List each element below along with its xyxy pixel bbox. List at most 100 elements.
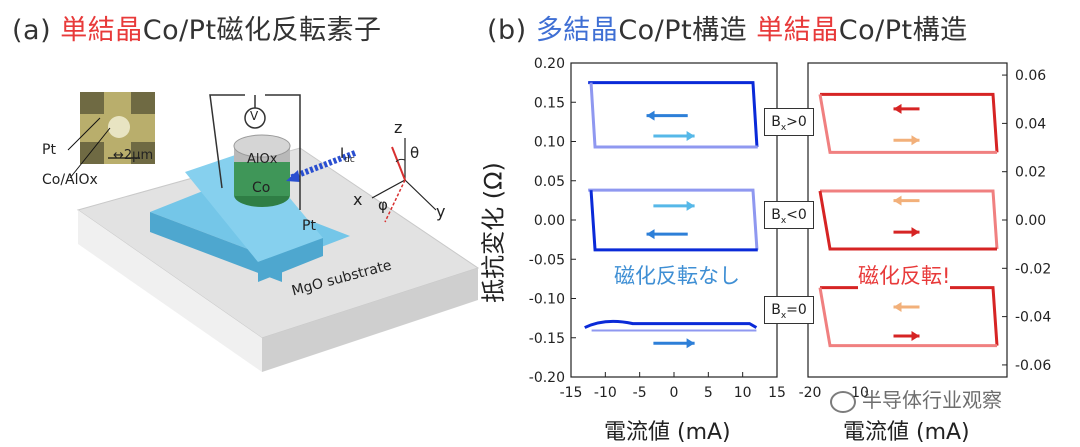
rloop-bx-negative-top — [820, 189, 999, 250]
micrograph-pad-tr — [131, 92, 155, 114]
right-ytick-label: -0.04 — [1015, 310, 1051, 326]
arrow-right-3-head — [686, 338, 695, 349]
left-ytick-label: 0.00 — [534, 213, 565, 229]
watermark: 半导体行业观察 — [830, 384, 1002, 413]
idc-label: Idc — [340, 146, 355, 165]
left-xtick-label: -5 — [633, 385, 647, 401]
panel-b-title-mid: Co/Pt構造 — [618, 15, 748, 46]
right-ytick-label: 0.02 — [1015, 165, 1046, 181]
left-ytick-label: 0.15 — [534, 95, 565, 111]
idc-arrowhead — [286, 170, 300, 182]
scale-arrow: ↔ — [113, 148, 124, 163]
idc-arrow — [288, 150, 357, 181]
arrow-right-2-head — [686, 200, 695, 211]
right-ytick-label: 0.00 — [1015, 213, 1046, 229]
right-ytick-label: -0.02 — [1015, 261, 1051, 277]
rloop-bx-negative-bottom — [818, 190, 997, 251]
wire-left — [209, 94, 245, 189]
x-axis-label-right: 電流値 (mA) — [843, 420, 970, 445]
field-vector-low — [384, 179, 406, 223]
micrograph-co-pointer — [69, 127, 111, 179]
substrate-front — [262, 268, 478, 372]
bx-sub: x — [780, 122, 787, 133]
watermark-text: 半导体行业观察 — [862, 388, 1002, 412]
co-label: Co — [252, 180, 271, 196]
rloop-bx-zero-bottom — [818, 287, 997, 348]
alox-cap-top — [233, 134, 291, 158]
right-ytick-label: -0.06 — [1015, 358, 1051, 374]
bx-sub2: x — [780, 215, 787, 226]
micrograph-dot — [108, 116, 130, 138]
bx-b2: B — [771, 207, 781, 223]
left-xtick-label: -15 — [560, 385, 583, 401]
left-xtick-label: -10 — [594, 385, 617, 401]
axis-x-line — [371, 179, 406, 199]
bx-negative-box: Bx<0 — [764, 201, 814, 229]
axis-z-label: z — [394, 118, 403, 137]
panel-a-title: (a) 単結晶Co/Pt磁化反転素子 — [12, 8, 382, 47]
rarrow-5-head — [893, 301, 902, 312]
scale-value: 2μm — [123, 148, 154, 163]
voltmeter-label: V — [250, 109, 259, 123]
panel-a-label: (a) — [12, 15, 52, 46]
right-xtick-label: 10 — [851, 385, 869, 401]
idc-main: I — [340, 146, 345, 162]
axis-y-line — [404, 179, 437, 211]
x-axis-label-left: 電流値 (mA) — [604, 420, 731, 445]
bx-negative-text: <0 — [786, 207, 807, 223]
bx-positive-box: Bx>0 — [764, 108, 814, 136]
y-axis-label: 抵抗変化 (Ω) — [479, 162, 508, 303]
left-xtick-label: 5 — [704, 385, 713, 401]
inset-pt-label: Pt — [42, 142, 56, 158]
bx-b: B — [771, 114, 781, 130]
left-ytick-label: 0.10 — [534, 135, 565, 151]
bx-zero-text: =0 — [786, 302, 807, 318]
axis-x-label: x — [353, 190, 363, 209]
left-ytick-label: -0.15 — [529, 331, 565, 347]
panel-b-title-red: 単結晶 — [756, 15, 839, 46]
panel-b-label: (b) — [487, 15, 527, 46]
wechat-icon — [830, 390, 856, 413]
micrograph-pad-tl — [80, 92, 104, 114]
left-xtick-label: 10 — [734, 385, 752, 401]
bx-positive-text: >0 — [786, 114, 807, 130]
right-ytick-label: 0.04 — [1015, 116, 1046, 132]
arrow-left-2-head — [646, 229, 655, 240]
rarrow-3-head — [893, 195, 902, 206]
right-xtick-label: -20 — [799, 385, 822, 401]
loop-bx-positive-top — [588, 81, 759, 148]
right-ytick-label: 0.06 — [1015, 68, 1046, 84]
left-ytick-label: 0.20 — [534, 56, 565, 72]
left-ytick-label: -0.20 — [529, 370, 565, 386]
bx-b3: B — [771, 302, 781, 318]
rarrow-2-head — [911, 135, 920, 146]
theta-arc — [395, 158, 406, 163]
wire-right — [265, 94, 301, 210]
loop-bx-positive-bottom — [589, 82, 758, 149]
arrow-right-1-head — [686, 131, 695, 142]
field-vector — [391, 146, 406, 181]
bx-zero-box: Bx=0 — [764, 296, 814, 324]
phi-label: φ — [378, 196, 388, 214]
theta-label: θ — [410, 144, 420, 162]
rloop-bx-positive-top — [820, 92, 999, 153]
panel-b-title: (b) 多結晶Co/Pt構造 単結晶Co/Pt構造 — [487, 8, 968, 47]
pt-bar-vertical-front — [258, 238, 323, 282]
arrow-left-1-head — [646, 110, 655, 121]
left-ytick-label: -0.10 — [529, 292, 565, 308]
rarrow-6-head — [911, 330, 920, 341]
left-ytick-label: 0.05 — [534, 174, 565, 190]
scale-label: ↔2μm — [113, 148, 153, 163]
rloop-bx-positive-bottom — [818, 94, 997, 154]
co-pillar-body — [234, 160, 290, 196]
micrograph-pt-pointer — [67, 117, 101, 151]
idc-sub: dc — [344, 154, 355, 165]
no-switch-label: 磁化反転なし — [614, 260, 740, 290]
panel-a-title-rest: Co/Pt磁化反転素子 — [142, 15, 382, 46]
loop-bx-negative-bottom — [589, 190, 758, 252]
loop-bx-zero — [584, 319, 758, 329]
rarrow-4-head — [911, 227, 920, 238]
pt-bar-horizontal-front — [150, 212, 282, 282]
